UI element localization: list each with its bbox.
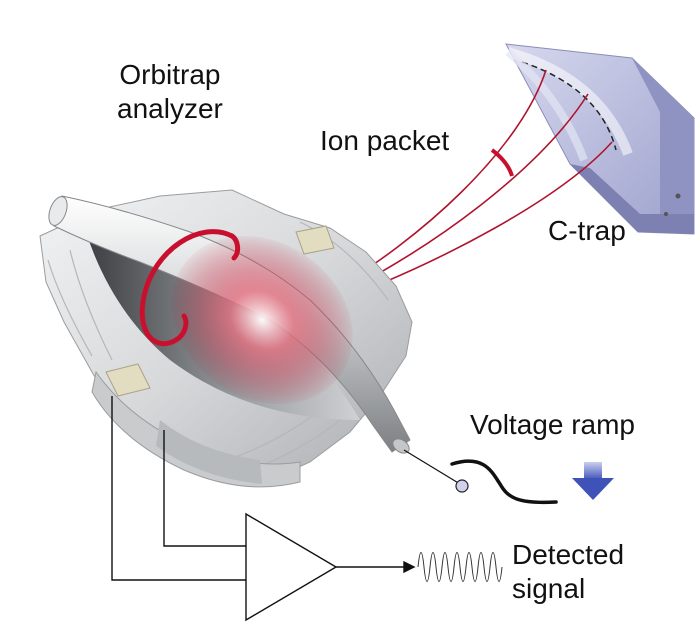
detection-circuit (111, 396, 416, 622)
c-trap-label: C-trap (548, 215, 626, 246)
c-trap (505, 43, 695, 235)
orbitrap-label: Orbitrap analyzer (117, 58, 223, 126)
detected-signal-label: Detected signal (512, 538, 624, 606)
orbitrap-label-line2: analyzer (117, 93, 223, 124)
ion-packet-label: Ion packet (320, 125, 450, 156)
voltage-connection (403, 449, 469, 493)
down-arrow-icon (572, 462, 614, 500)
orbitrap-analyzer (39, 189, 413, 488)
ion-ring (139, 229, 235, 347)
ion-packet-marker (490, 148, 514, 177)
orbitrap-label-line1: Orbitrap (119, 59, 221, 90)
voltage-ramp-curve (450, 459, 558, 505)
signal-waveform-icon (417, 552, 503, 582)
voltage-ramp-label: Voltage ramp (470, 409, 635, 440)
detected-signal-line1: Detected (512, 539, 625, 570)
amplifier-icon (245, 512, 338, 622)
detected-signal-line2: signal (512, 573, 586, 604)
